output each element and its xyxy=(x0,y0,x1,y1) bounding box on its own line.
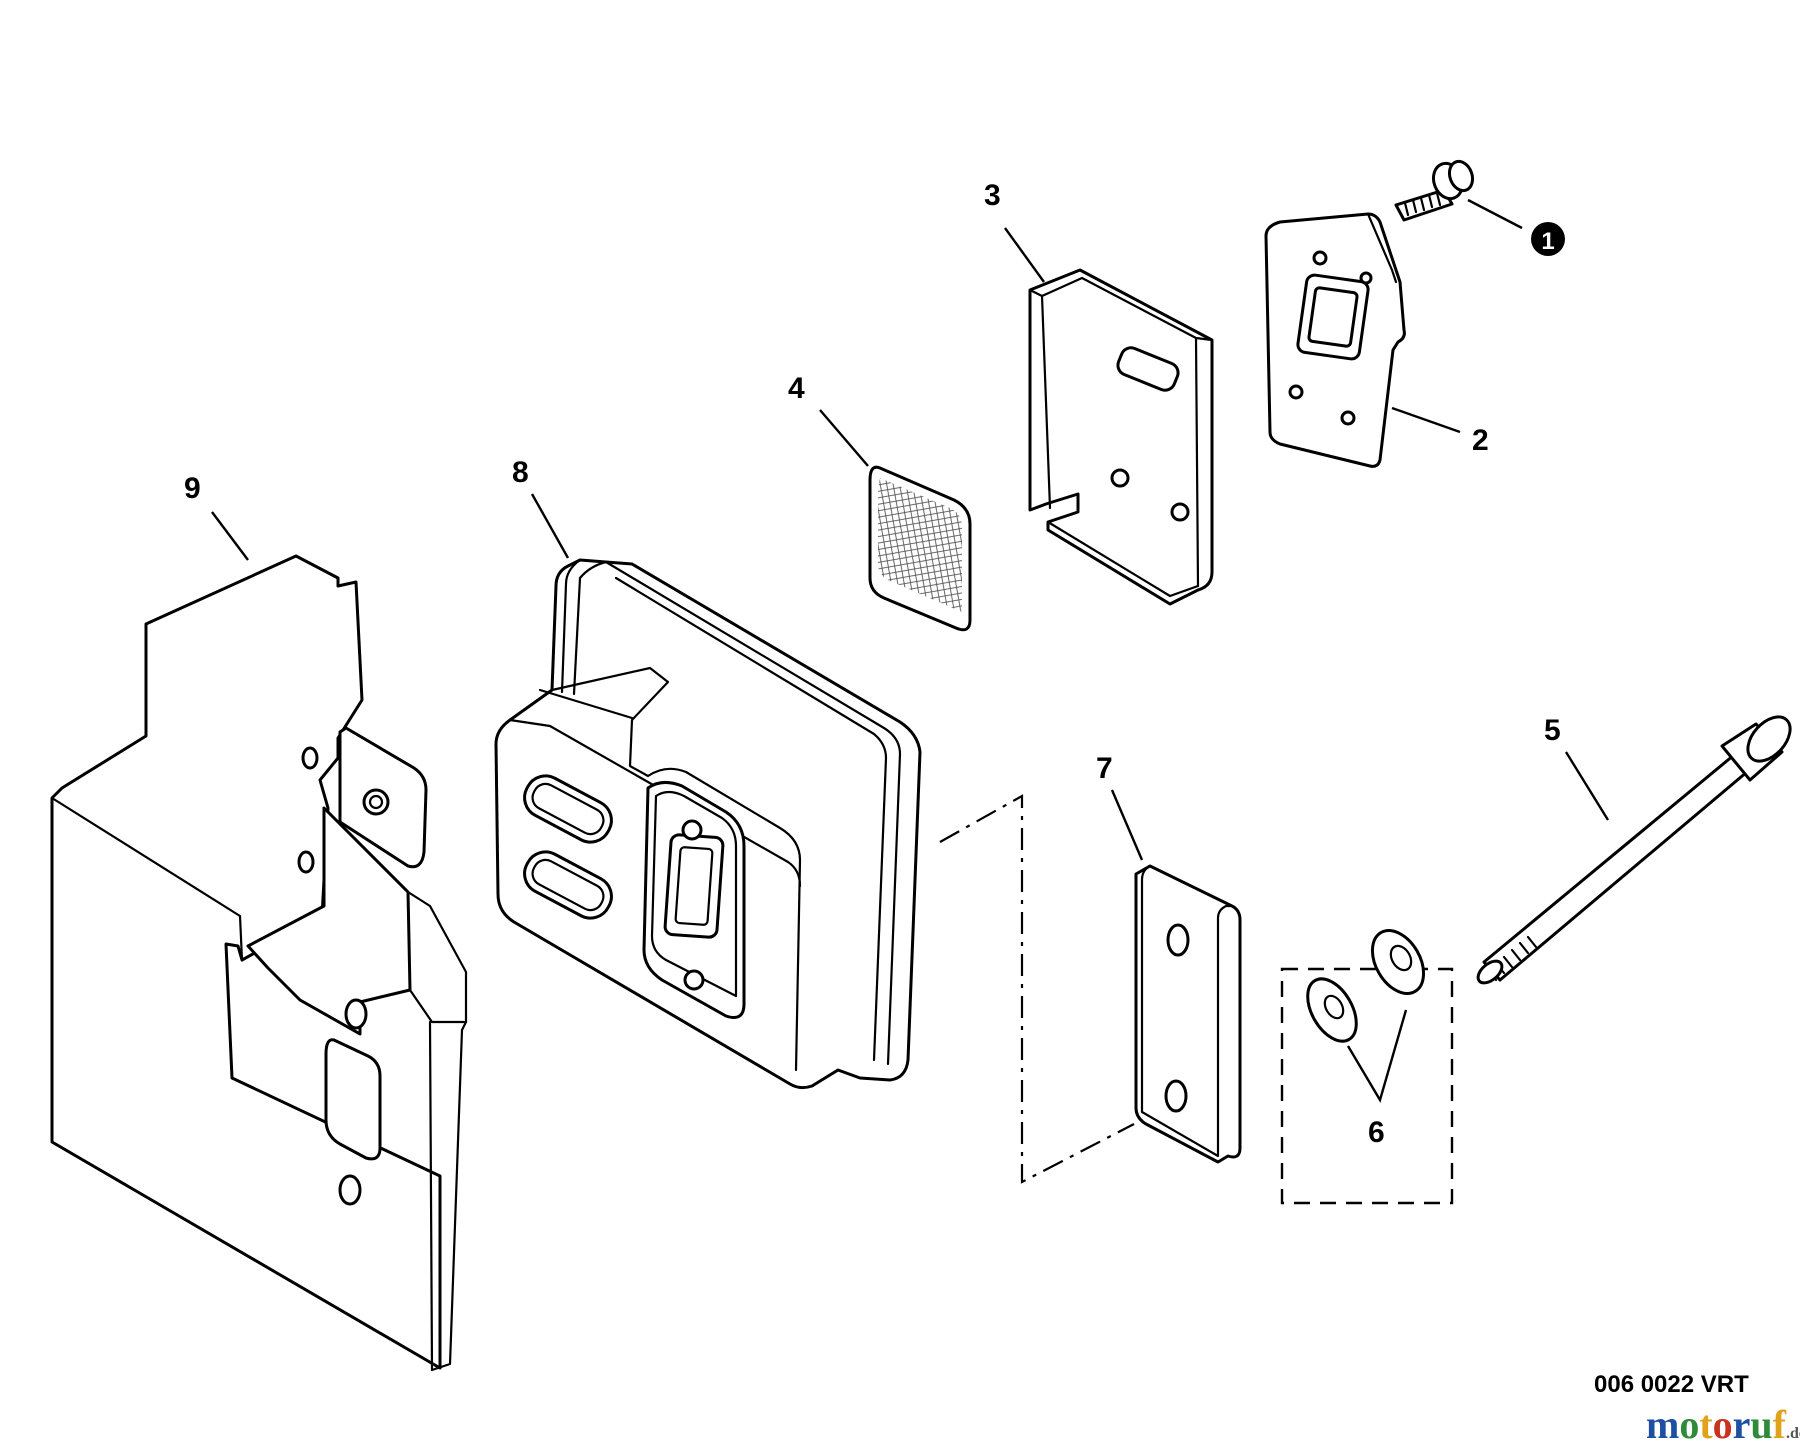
leader-line-1 xyxy=(1467,198,1523,230)
plate-part-7 xyxy=(1134,864,1242,1164)
callout-1-badge xyxy=(1531,222,1565,256)
cover-part-3 xyxy=(1028,268,1214,606)
watermark-logo: motoruf.de xyxy=(1646,1402,1800,1444)
leader-line-7 xyxy=(1110,789,1144,861)
leader-line-9 xyxy=(211,511,249,561)
callout-7: 7 xyxy=(1096,752,1113,785)
leader-line-6 xyxy=(1346,1009,1408,1103)
callout-1: 1 xyxy=(1541,228,1554,255)
watermark-name: motoruf xyxy=(1646,1402,1787,1444)
assembly-center-line xyxy=(939,794,1135,1184)
muffler-part-8 xyxy=(494,558,922,1090)
callout-6: 6 xyxy=(1368,1116,1385,1149)
bolt-part-5 xyxy=(1476,715,1792,985)
flange-plate-part-2 xyxy=(1264,212,1406,468)
watermark-suffix: .de xyxy=(1786,1425,1800,1442)
callout-8: 8 xyxy=(512,456,529,489)
leader-line-4 xyxy=(819,409,869,467)
screw-part-1 xyxy=(1394,159,1475,222)
leader-line-5 xyxy=(1564,751,1610,821)
callout-4: 4 xyxy=(788,372,805,405)
washer-part-6a xyxy=(1306,977,1358,1043)
spark-screen-part-4 xyxy=(868,465,972,632)
heat-shield-part-9 xyxy=(50,554,468,1372)
leader-line-3 xyxy=(1004,227,1045,283)
washer-part-6b xyxy=(1370,929,1426,995)
leader-line-8 xyxy=(530,493,570,559)
callout-9: 9 xyxy=(184,472,201,505)
leader-line-2 xyxy=(1391,406,1461,434)
callout-2: 2 xyxy=(1472,424,1489,457)
callout-3: 3 xyxy=(984,179,1001,212)
callout-5: 5 xyxy=(1544,714,1561,747)
washer-group-box xyxy=(1280,967,1454,1205)
drawing-code-label: 006 0022 VRT xyxy=(1594,1371,1749,1398)
